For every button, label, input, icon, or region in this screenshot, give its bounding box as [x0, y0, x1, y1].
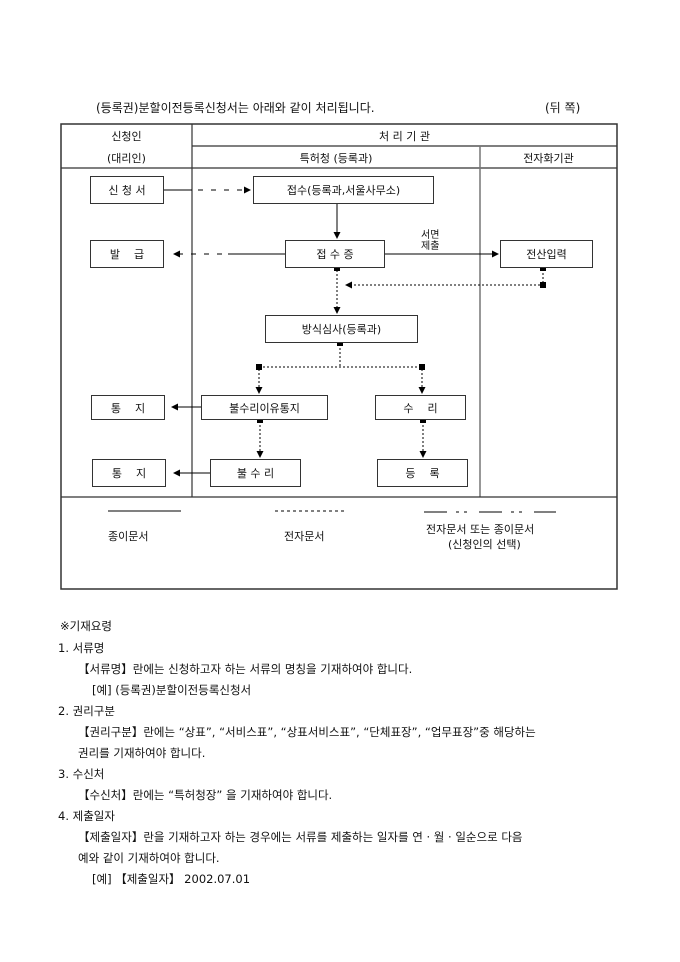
item-text: 권리를 기재하여야 합니다.: [78, 746, 206, 760]
item-text: 【권리구분】란에는 “상표”, “서비스표”, “상표서비스표”, “단체표장”…: [78, 725, 536, 739]
box-data-entry: 전산입력: [500, 240, 593, 268]
side-label: (뒤 쪽): [545, 101, 581, 115]
header-kipo: 특허청 (등록과): [299, 152, 373, 165]
label-line: 제출: [421, 241, 440, 252]
instructions-heading: ※기재요령: [60, 619, 112, 633]
box-registration: 등 록: [377, 459, 468, 487]
item-text: 【수신처】란에는 “특허청장” 을 기재하여야 합니다.: [78, 788, 333, 802]
header-electronic: 전자화기관: [523, 152, 574, 165]
box-formality-exam: 방식심사(등록과): [265, 315, 418, 343]
header-agent: (대리인): [107, 152, 146, 165]
header-applicant: 신청인: [111, 130, 142, 143]
box-acceptance: 수 리: [375, 395, 466, 420]
box-reception: 접수(등록과,서울사무소): [253, 176, 434, 204]
item-text: 【서류명】란에는 신청하고자 하는 서류의 명칭을 기재하여야 합니다.: [78, 662, 413, 676]
box-notice-2: 통 지: [92, 459, 166, 487]
header-processing: 처 리 기 관: [379, 130, 430, 143]
item-heading: 2. 권리구분: [58, 704, 115, 718]
legend-electronic: 전자문서: [284, 530, 325, 543]
legend-lines: [108, 510, 556, 513]
box-notice-1: 통 지: [91, 395, 165, 420]
box-application: 신 청 서: [90, 176, 164, 204]
item-example: [예] 【제출일자】 2002.07.01: [92, 872, 251, 886]
page-title: (등록권)분할이전등록신청서는 아래와 같이 처리됩니다.: [96, 101, 375, 115]
legend-either: 전자문서 또는 종이문서: [426, 523, 535, 536]
legend-either-note: (신청인의 선택): [448, 538, 521, 551]
item-text: 【제출일자】란을 기재하고자 하는 경우에는 서류를 제출하는 일자를 연 · …: [78, 830, 523, 844]
label-line: 서면: [421, 230, 440, 241]
connector-squares: [256, 266, 546, 423]
legend-paper: 종이문서: [108, 530, 149, 543]
box-rejection: 불 수 리: [210, 459, 301, 487]
box-receipt: 접 수 증: [285, 240, 385, 268]
table-grid: [60, 123, 618, 590]
box-rejection-reason-notice: 불수리이유통지: [201, 395, 328, 420]
box-issue: 발 급: [90, 240, 164, 268]
item-example: [예] (등록권)분할이전등록신청서: [92, 683, 252, 697]
item-heading: 3. 수신처: [58, 767, 105, 781]
label-written-submission: 서면 제출: [421, 230, 439, 252]
item-text: 예와 같이 기재하여야 합니다.: [78, 851, 220, 865]
item-heading: 1. 서류명: [58, 641, 105, 655]
item-heading: 4. 제출일자: [58, 809, 115, 823]
